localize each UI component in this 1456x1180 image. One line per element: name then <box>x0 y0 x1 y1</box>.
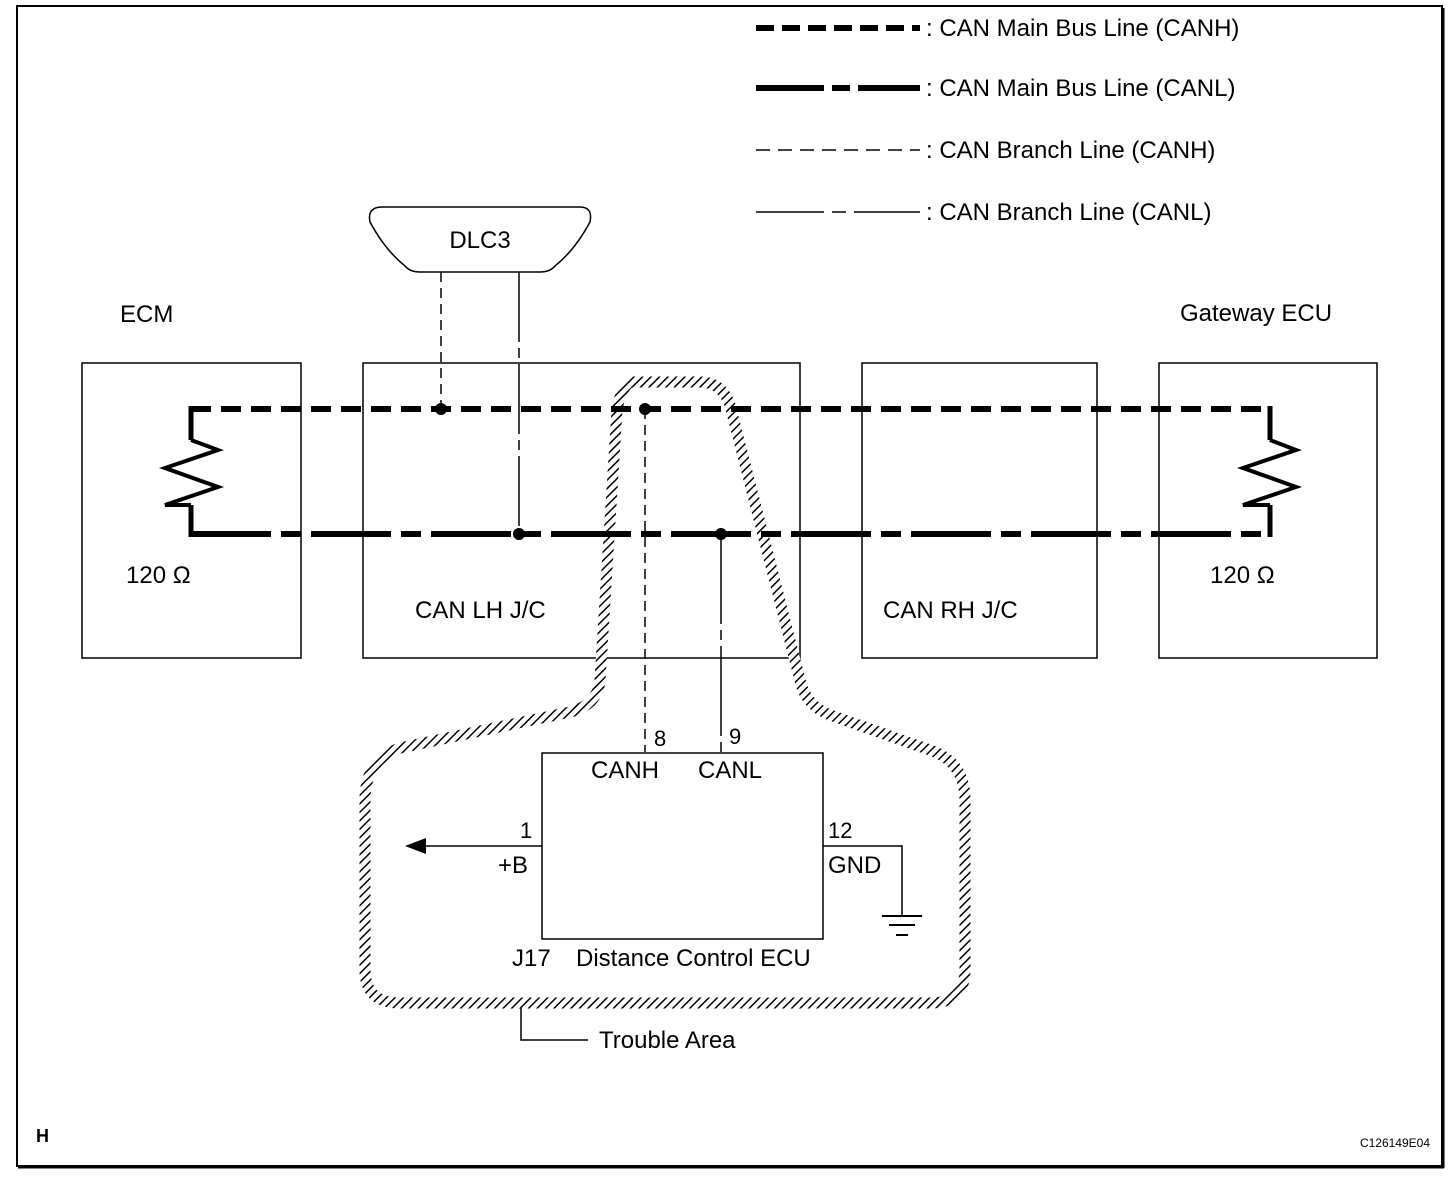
legend-label-branch-canh: : CAN Branch Line (CANH) <box>926 137 1215 164</box>
can-rh-jc-box <box>861 362 1098 659</box>
pin-9-number: 9 <box>729 724 741 749</box>
dlc3-connector: DLC3 <box>368 206 592 273</box>
junction-dot <box>435 403 447 415</box>
arrow-left-icon <box>405 838 426 854</box>
ecu-box <box>541 752 824 940</box>
trouble-area-outline <box>359 376 971 1009</box>
ground-wire <box>823 845 903 915</box>
legend-label-main-canl: : CAN Main Bus Line (CANL) <box>926 75 1235 102</box>
can-main-bus-canl <box>188 505 1273 537</box>
ground-icon <box>882 915 922 936</box>
trouble-area-label: Trouble Area <box>599 1027 736 1054</box>
pin-1-number: 1 <box>520 818 532 843</box>
section-letter: H <box>36 1126 49 1146</box>
figure-code: C126149E04 <box>1360 1136 1430 1150</box>
ecm-resistor-value: 120 Ω <box>126 562 191 589</box>
ecu-name: Distance Control ECU <box>576 945 811 972</box>
can-rh-jc-label: CAN RH J/C <box>883 597 1018 624</box>
ecm-title: ECM <box>120 301 173 328</box>
can-lh-jc-box <box>362 362 801 659</box>
ecm-resistor-icon <box>158 438 225 507</box>
pin-canl-label: CANL <box>698 757 762 784</box>
can-lh-jc-label: CAN LH J/C <box>415 597 546 624</box>
legend-label-main-canh: : CAN Main Bus Line (CANH) <box>926 15 1239 42</box>
junction-dot <box>715 528 727 540</box>
gateway-resistor-value: 120 Ω <box>1210 562 1275 589</box>
ecu-connector-code: J17 <box>512 945 551 972</box>
distance-control-ecu: 8 9 CANH CANL 1 +B 12 GND J17 Distance C… <box>405 724 922 972</box>
legend: : CAN Main Bus Line (CANH) : CAN Main Bu… <box>756 15 1239 226</box>
junction-dot <box>513 528 525 540</box>
legend-label-branch-canl: : CAN Branch Line (CANL) <box>926 199 1211 226</box>
pin-ground-label: GND <box>828 852 881 879</box>
pin-power-label: +B <box>498 852 528 879</box>
pin-8-number: 8 <box>654 726 666 751</box>
dlc3-label: DLC3 <box>449 227 510 254</box>
junction-dot <box>639 403 651 415</box>
gateway-resistor-icon <box>1236 438 1303 507</box>
trouble-area-leader <box>520 1008 588 1041</box>
ecm-box <box>81 362 302 659</box>
pin-12-number: 12 <box>828 818 852 843</box>
gateway-ecu-box <box>1158 362 1378 659</box>
pin-canh-label: CANH <box>591 757 659 784</box>
can-main-bus-canh <box>188 406 1273 440</box>
gateway-ecu-title: Gateway ECU <box>1180 300 1332 327</box>
